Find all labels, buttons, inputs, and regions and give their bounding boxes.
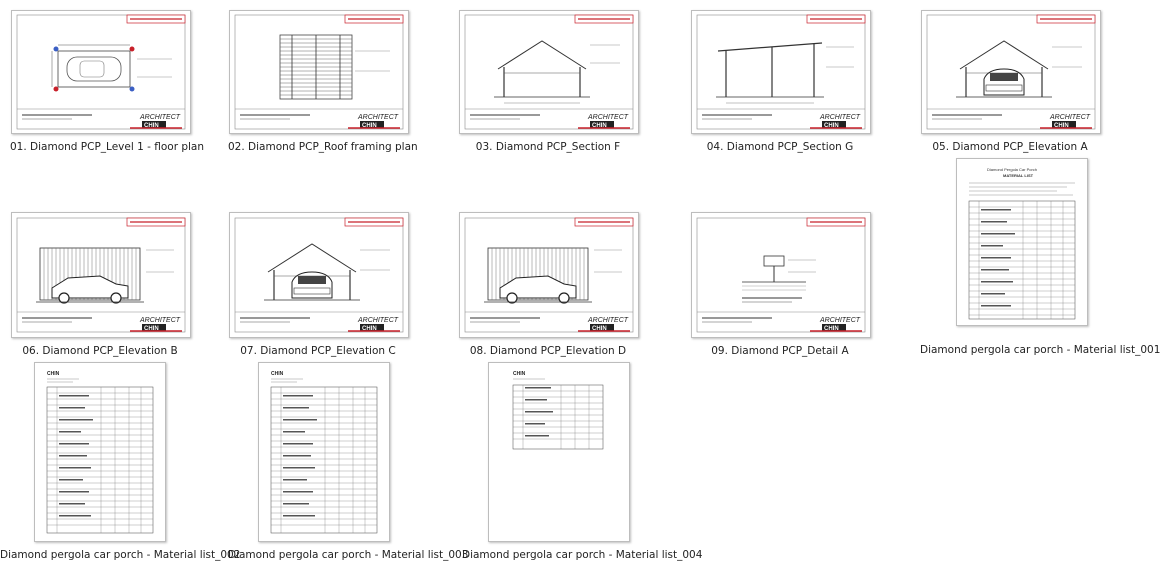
file-thumbnail: ARCHITECT CHIN	[691, 212, 871, 338]
svg-text:CHIN: CHIN	[144, 123, 159, 129]
svg-text:ARCHITECT: ARCHITECT	[139, 317, 181, 324]
svg-text:ARCHITECT: ARCHITECT	[139, 114, 181, 121]
file-name: 08. Diamond PCP_Elevation D	[469, 345, 627, 357]
file-item[interactable]: ARCHITECT CHIN 06. Diamond PCP_Elevation …	[10, 212, 191, 360]
svg-text:CHIN: CHIN	[362, 123, 377, 129]
file-item[interactable]: CHIN Diamond pergola car porch - Materia…	[228, 362, 469, 562]
svg-text:CHIN: CHIN	[592, 326, 607, 332]
file-item[interactable]: ARCHITECT CHIN 08. Diamond PCP_Elevation …	[458, 212, 639, 360]
file-thumbnail: CHIN	[488, 362, 630, 542]
svg-text:Diamond Pergola Car Porch: Diamond Pergola Car Porch	[987, 167, 1037, 172]
file-name: Diamond pergola car porch - Material lis…	[920, 344, 1160, 356]
svg-text:ARCHITECT: ARCHITECT	[357, 317, 399, 324]
file-name: 01. Diamond PCP_Level 1 - floor plan	[10, 141, 205, 153]
svg-text:CHIN: CHIN	[1054, 123, 1069, 129]
svg-text:CHIN: CHIN	[592, 123, 607, 129]
file-name: 02. Diamond PCP_Roof framing plan	[228, 141, 418, 153]
file-thumbnail: ARCHITECT CHIN	[229, 212, 409, 338]
svg-text:ARCHITECT: ARCHITECT	[357, 114, 399, 121]
file-name: Diamond pergola car porch - Material lis…	[0, 549, 241, 561]
svg-text:CHIN: CHIN	[824, 123, 839, 129]
file-item[interactable]: ARCHITECT CHIN 03. Diamond PCP_Section F	[458, 8, 639, 168]
file-thumbnail: CHIN	[34, 362, 166, 542]
file-item[interactable]: ARCHITECT CHIN 09. Diamond PCP_Detail A	[690, 212, 871, 360]
file-thumbnail: ARCHITECT CHIN	[691, 10, 871, 134]
file-name: 09. Diamond PCP_Detail A	[711, 345, 849, 357]
svg-text:ARCHITECT: ARCHITECT	[587, 317, 629, 324]
file-thumbnail: ARCHITECT CHIN	[11, 10, 191, 134]
file-thumbnail: ARCHITECT CHIN	[921, 10, 1101, 134]
file-item[interactable]: ARCHITECT CHIN 07. Diamond PCP_Elevation …	[228, 212, 409, 360]
svg-text:CHIN: CHIN	[824, 326, 839, 332]
file-item[interactable]: ARCHITECT CHIN 02. Diamond PCP_Roof frami…	[228, 8, 418, 168]
svg-text:CHIN: CHIN	[47, 371, 60, 377]
file-item[interactable]: ARCHITECT CHIN 04. Diamond PCP_Section G	[690, 8, 871, 168]
file-item[interactable]: ARCHITECT CHIN 05. Diamond PCP_Elevation …	[920, 8, 1101, 168]
svg-text:ARCHITECT: ARCHITECT	[587, 114, 629, 121]
file-thumbnail: ARCHITECT CHIN	[459, 212, 639, 338]
svg-text:ARCHITECT: ARCHITECT	[819, 114, 861, 121]
svg-text:ARCHITECT: ARCHITECT	[1049, 114, 1091, 121]
svg-text:ARCHITECT: ARCHITECT	[819, 317, 861, 324]
svg-text:CHIN: CHIN	[513, 371, 526, 377]
file-name: 05. Diamond PCP_Elevation A	[932, 141, 1088, 153]
file-thumbnail: ARCHITECT CHIN	[229, 10, 409, 134]
file-thumbnail: CHIN	[258, 362, 390, 542]
svg-text:MATERIAL LIST: MATERIAL LIST	[1003, 173, 1034, 178]
file-name: Diamond pergola car porch - Material lis…	[462, 549, 703, 561]
file-name: 07. Diamond PCP_Elevation C	[240, 345, 396, 357]
file-name: 06. Diamond PCP_Elevation B	[22, 345, 178, 357]
file-item[interactable]: CHIN Diamond pergola car porch - Materia…	[462, 362, 703, 562]
file-name: Diamond pergola car porch - Material lis…	[228, 549, 469, 561]
file-thumbnail: ARCHITECT CHIN	[459, 10, 639, 134]
file-name: 04. Diamond PCP_Section G	[706, 141, 854, 153]
file-name: 03. Diamond PCP_Section F	[475, 141, 621, 153]
file-thumbnail: ARCHITECT CHIN	[11, 212, 191, 338]
file-item[interactable]: CHIN Diamond pergola car porch - Materia…	[0, 362, 241, 562]
svg-text:CHIN: CHIN	[144, 326, 159, 332]
file-item[interactable]: ARCHITECT CHIN 01. Diamond PCP_Level 1 - …	[10, 8, 205, 168]
svg-text:CHIN: CHIN	[271, 371, 284, 377]
svg-text:CHIN: CHIN	[362, 326, 377, 332]
